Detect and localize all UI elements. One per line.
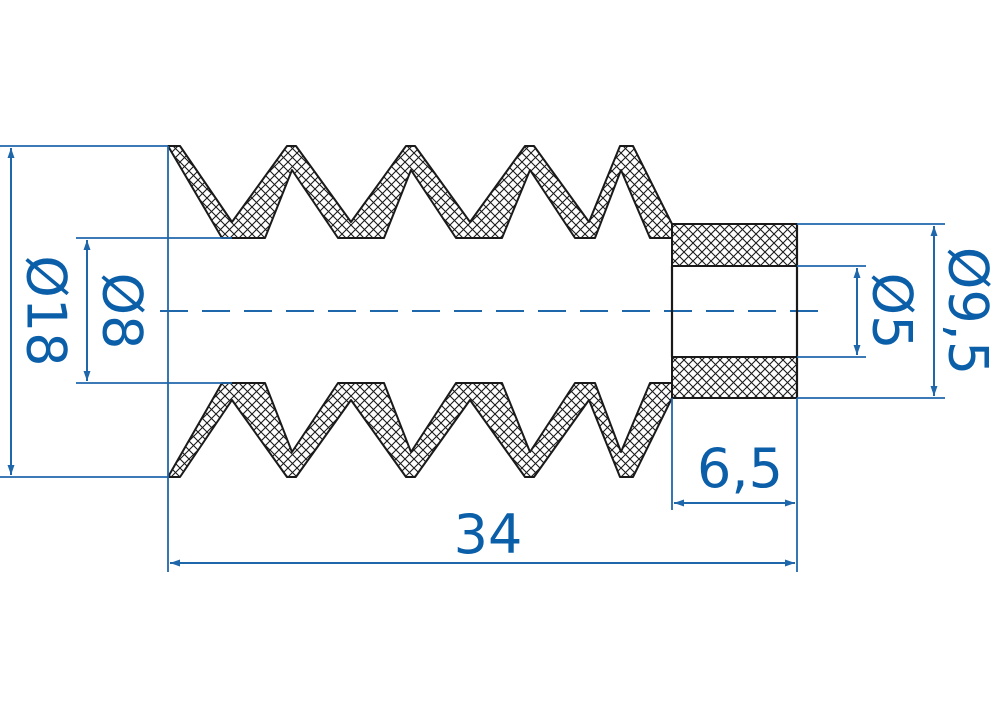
dim-collar-diameter-label: Ø9,5	[937, 247, 1000, 375]
collar-lower	[671, 356, 798, 399]
bellows-upper-wall	[167, 145, 673, 239]
dim-overall-length-label: 34	[454, 503, 523, 566]
dim-bore-diameter-label: Ø5	[861, 273, 924, 350]
dim-collar-length-label: 6,5	[697, 437, 783, 500]
dim-inner-diameter-label: Ø8	[91, 273, 154, 350]
bellows-lower-wall	[167, 382, 673, 478]
dim-outer-diameter-label: Ø18	[15, 255, 78, 366]
collar-upper	[671, 223, 798, 267]
